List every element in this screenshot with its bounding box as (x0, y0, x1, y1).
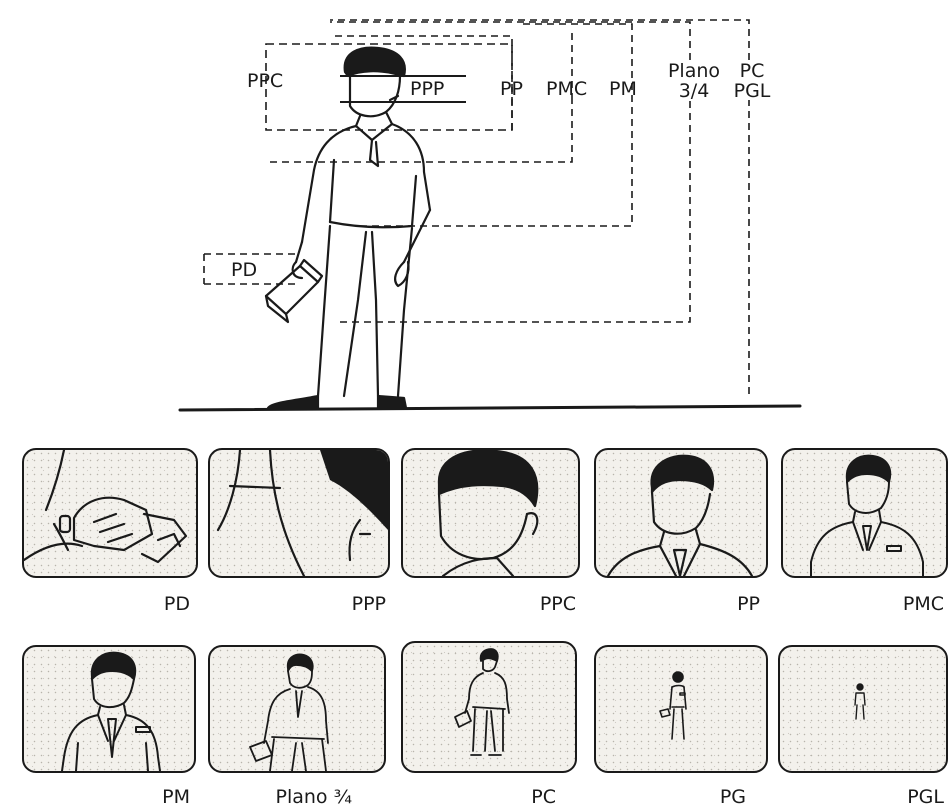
frame-pd (22, 448, 198, 578)
head-and-shoulders-icon (596, 450, 766, 576)
guide-label-plano-line2: 3/4 (661, 82, 727, 102)
guide-label-pm: PM (609, 80, 637, 99)
guide-label-pp: PP (500, 80, 523, 99)
frame-pgl (778, 645, 948, 773)
guide-label-pc-pgl: PC PGL (728, 62, 776, 102)
caption-pmc: PMC (872, 595, 944, 614)
head-closeup-icon (403, 450, 578, 576)
caption-pgl: PGL (880, 788, 944, 807)
frame-pc (401, 641, 577, 773)
caption-pg: PG (700, 788, 746, 807)
frame-plano (208, 645, 386, 773)
guide-label-ppc: PPC (247, 72, 283, 91)
full-figure-icon (403, 643, 575, 771)
tiny-figure-icon (780, 647, 946, 771)
guide-label-plano-line1: Plano (661, 62, 727, 82)
small-full-figure-icon (596, 647, 766, 771)
hand-closeup-icon (24, 450, 196, 576)
frame-pp (594, 448, 768, 578)
caption-pd: PD (140, 595, 190, 614)
caption-pp: PP (710, 595, 760, 614)
standing-man-figure (0, 0, 952, 430)
guide-label-pc: PC (728, 62, 776, 82)
guide-label-plano: Plano 3/4 (661, 62, 727, 102)
frame-ppc (401, 448, 580, 578)
three-quarter-figure-icon (210, 647, 384, 771)
frame-pm (22, 645, 196, 773)
caption-plano: Plano ¾ (260, 788, 352, 807)
caption-ppp: PPP (320, 595, 386, 614)
frame-pg (594, 645, 768, 773)
frame-ppp (208, 448, 390, 578)
waist-shot-icon (24, 647, 194, 771)
frame-pmc (781, 448, 948, 578)
guide-label-pd: PD (231, 261, 257, 280)
guide-label-ppp: PPP (410, 80, 444, 99)
caption-pc: PC (510, 788, 556, 807)
caption-ppc: PPC (506, 595, 576, 614)
guide-label-pgl: PGL (728, 82, 776, 102)
chest-shot-icon (783, 450, 946, 576)
caption-pm: PM (140, 788, 190, 807)
guide-label-pmc: PMC (546, 80, 587, 99)
eye-closeup-icon (210, 450, 388, 576)
